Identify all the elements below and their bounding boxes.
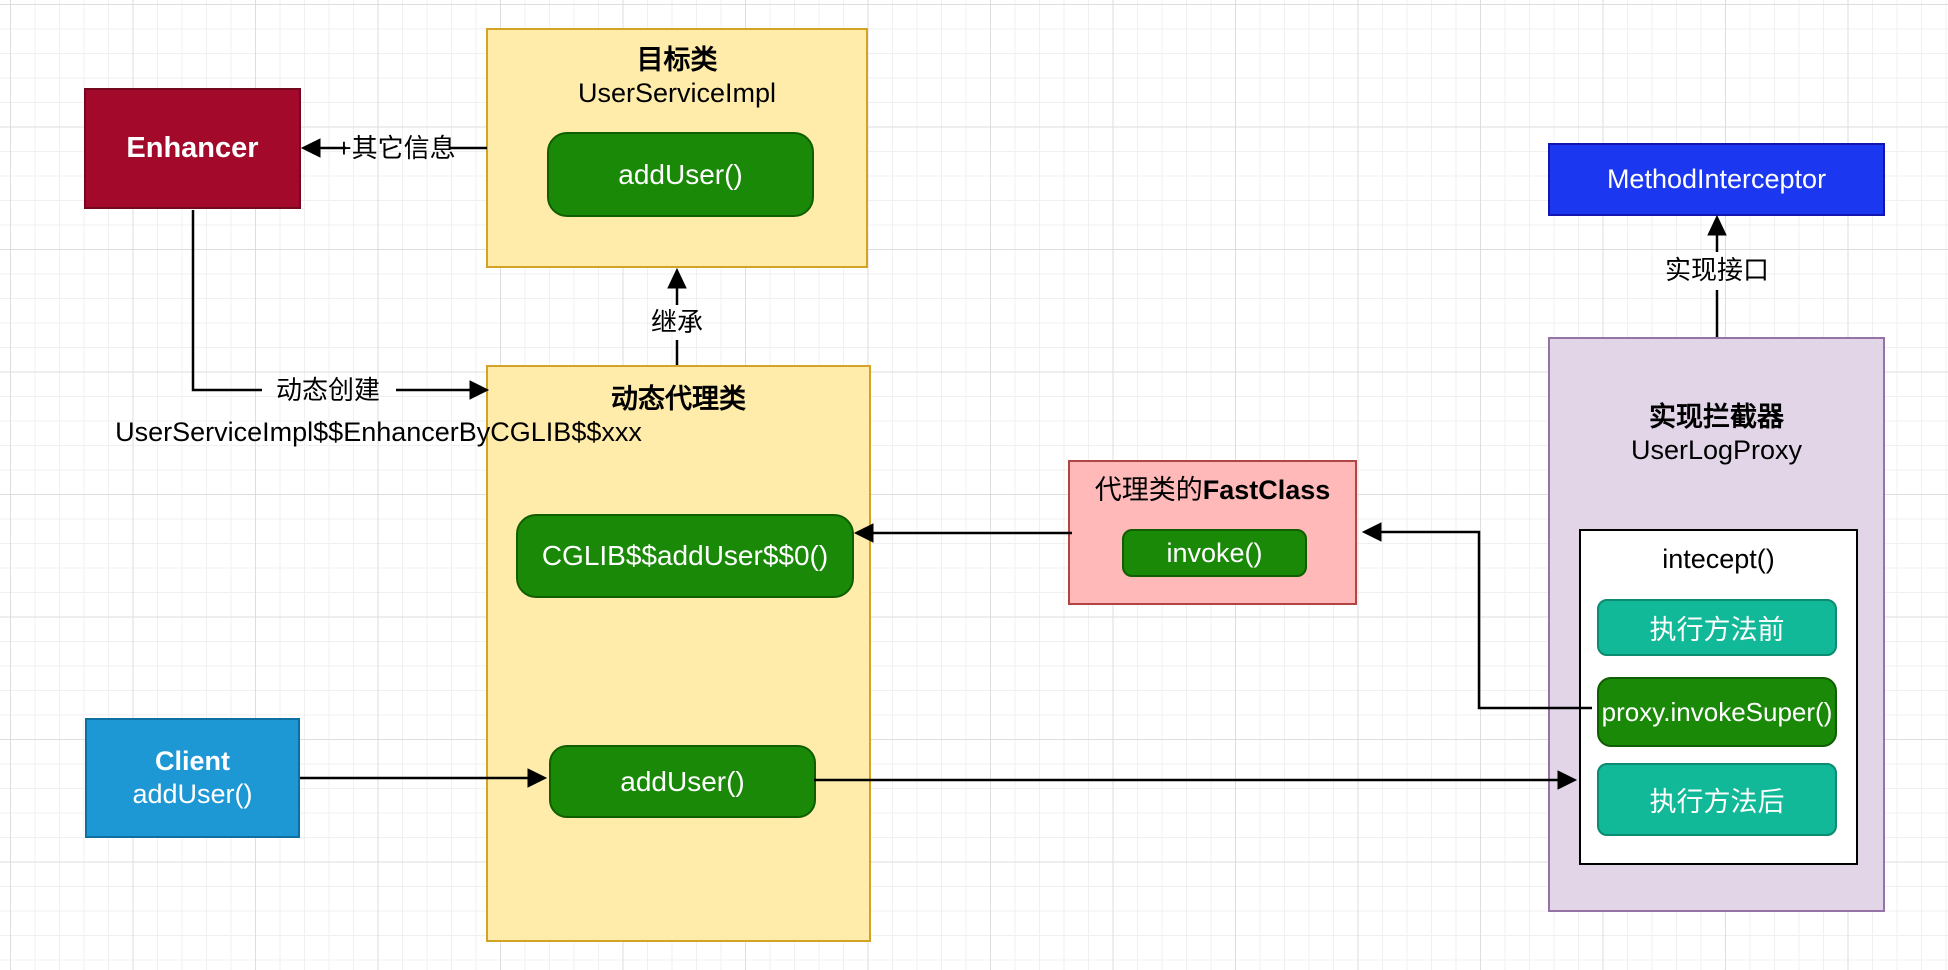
fastclass-title-bold: FastClass [1202,475,1331,505]
interceptor-title: 实现拦截器 [1649,402,1784,432]
target-class-name: UserServiceImpl [577,78,777,108]
target-adduser-method[interactable]: addUser() [547,132,814,217]
node-target-class[interactable]: 目标类 UserServiceImpl addUser() [486,28,868,268]
edge-dynamic-create [191,210,490,400]
fastclass-title-prefix: 代理类的 [1094,475,1203,505]
node-fastclass[interactable]: 代理类的FastClass invoke() [1068,460,1357,605]
proxy-class-title: 动态代理类 [611,384,746,414]
fastclass-title: 代理类的FastClass [1070,474,1355,507]
node-enhancer[interactable]: Enhancer [84,88,301,209]
client-call: addUser() [132,779,253,809]
edge-label-inherit: 继承 [650,307,704,337]
edge-invoke-to-cglib [853,523,1072,543]
node-client[interactable]: Client addUser() [85,718,300,838]
intercept-method-title: intecept() [1662,544,1775,574]
edge-label-other-info: +其它信息 [336,133,456,163]
client-title: Client [154,746,230,776]
node-interceptor[interactable]: 实现拦截器 UserLogProxy intecept() 执行方法前 prox… [1548,337,1885,912]
proxy-class-name: UserServiceImpl$$EnhancerByCGLIB$$xxx [115,417,642,447]
edge-label-implement-interface: 实现接口 [1664,255,1770,285]
step-invoke-super[interactable]: proxy.invokeSuper() [1597,677,1837,747]
step-before-method[interactable]: 执行方法前 [1597,599,1837,656]
node-intercept-method[interactable]: intecept() 执行方法前 proxy.invokeSuper() 执行方… [1579,529,1858,865]
fastclass-invoke-method[interactable]: invoke() [1122,529,1307,577]
edge-adduser-to-interceptor [814,770,1578,790]
node-proxy-class[interactable]: 动态代理类 UserServiceImpl$$EnhancerByCGLIB$$… [115,365,871,942]
proxy-adduser-method[interactable]: addUser() [549,745,816,818]
target-class-title: 目标类 [636,45,718,75]
interceptor-name: UserLogProxy [1630,435,1803,465]
step-after-method[interactable]: 执行方法后 [1597,763,1837,836]
node-method-interceptor[interactable]: MethodInterceptor [1548,143,1885,216]
proxy-cglib-adduser-method[interactable]: CGLIB$$addUser$$0() [516,514,854,598]
edge-label-dynamic-create: 动态创建 [275,375,381,405]
